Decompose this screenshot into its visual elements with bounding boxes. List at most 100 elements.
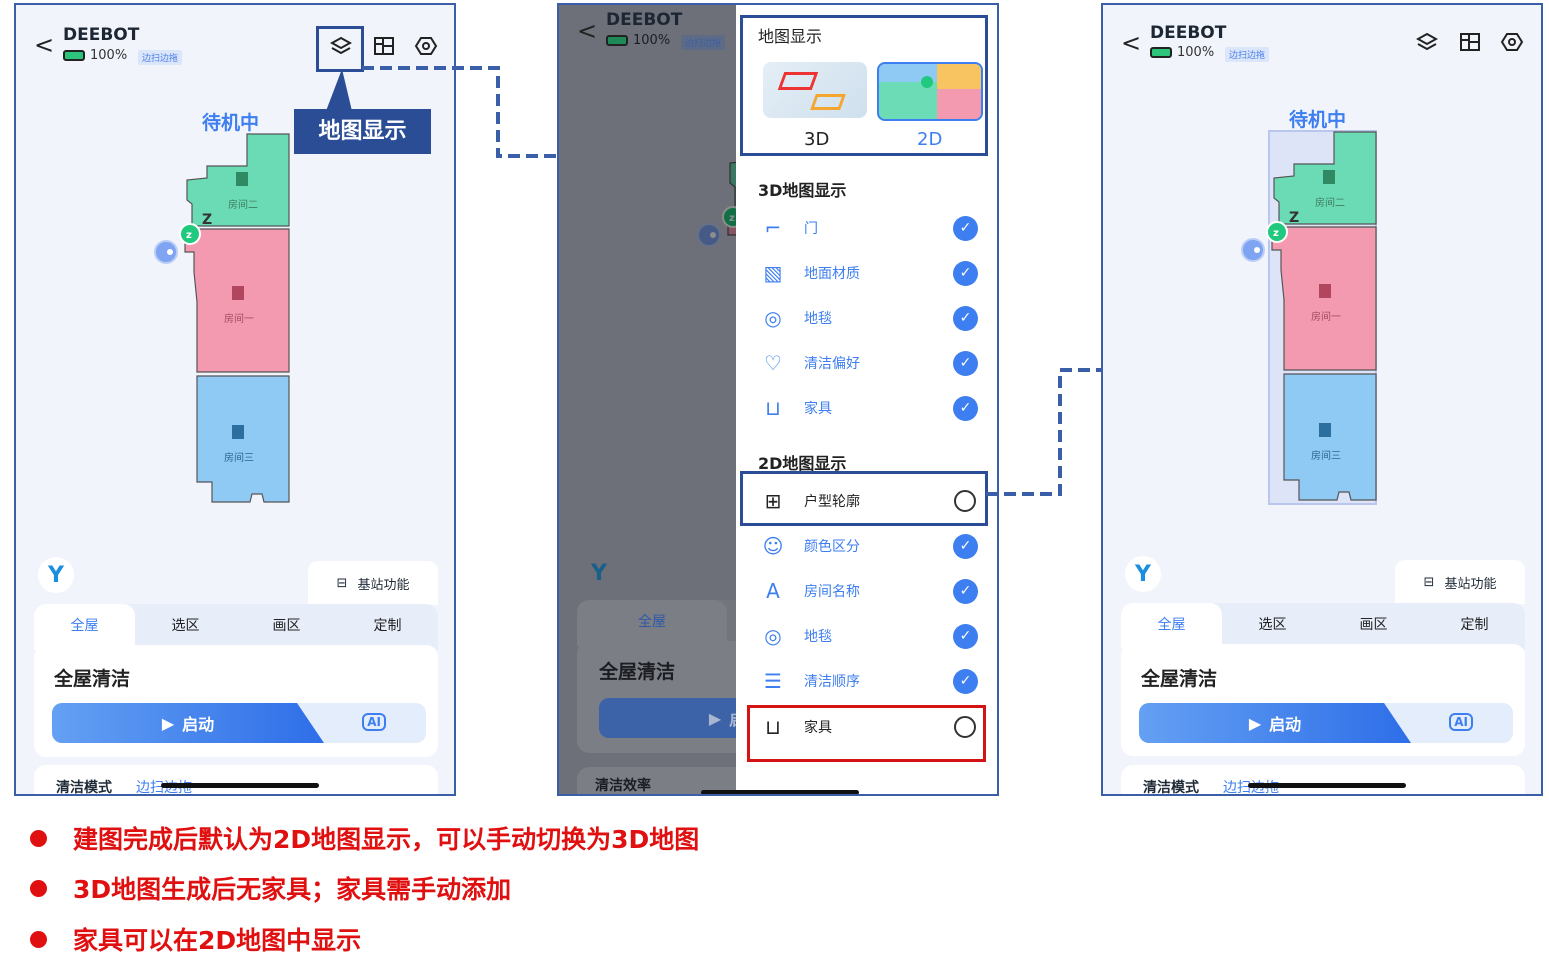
bullet-icon bbox=[30, 930, 47, 948]
station-button[interactable]: ⊟基站功能 bbox=[308, 561, 438, 605]
room-label: 房间二 bbox=[228, 198, 258, 211]
battery-icon bbox=[63, 50, 85, 61]
battery-level: 100% bbox=[90, 48, 128, 63]
carpet-icon: ◎ bbox=[764, 624, 782, 648]
checked-icon[interactable]: ✓ bbox=[953, 305, 978, 331]
toggle-carpet-3d[interactable]: ◎ 地毯 ✓ bbox=[758, 298, 978, 338]
start-button[interactable]: ▶启动 bbox=[52, 703, 324, 743]
item-label: 清洁偏好 bbox=[804, 356, 860, 372]
door-icon: ⌐ bbox=[764, 216, 782, 240]
map-edit-icon[interactable] bbox=[1456, 28, 1484, 56]
start-label: 启动 bbox=[1269, 715, 1302, 734]
unchecked-icon[interactable] bbox=[954, 490, 976, 512]
callout-pointer bbox=[326, 69, 352, 111]
tab-draw-area[interactable]: 画区 bbox=[1359, 617, 1388, 633]
note-item: 建图完成后默认为2D地图显示，可以手动切换为3D地图 bbox=[30, 820, 699, 856]
note-item: 家具可以在2D地图中显示 bbox=[30, 921, 361, 957]
item-label: 地毯 bbox=[804, 311, 832, 327]
tab-whole-house[interactable]: 全屋 bbox=[34, 604, 135, 650]
checked-icon[interactable]: ✓ bbox=[953, 578, 978, 604]
palette-icon: ☺ bbox=[762, 534, 784, 558]
battery-icon bbox=[606, 35, 628, 46]
carpet-icon: ◎ bbox=[764, 306, 782, 330]
checked-icon[interactable]: ✓ bbox=[953, 260, 978, 286]
map-option-2d[interactable] bbox=[877, 62, 983, 121]
map-edit-icon[interactable] bbox=[370, 32, 398, 60]
floor-material-icon: ▧ bbox=[763, 261, 783, 285]
layers-icon[interactable] bbox=[1413, 28, 1441, 56]
toggle-furniture-2d[interactable]: ⊔家具 bbox=[758, 707, 978, 747]
start-bar: ▶启动 AI bbox=[52, 703, 426, 743]
station-label: 基站功能 bbox=[1444, 576, 1497, 592]
ai-button[interactable]: AI bbox=[362, 713, 386, 731]
room-map[interactable]: 房间二 房间一 房间三 bbox=[152, 122, 312, 512]
checked-icon[interactable]: ✓ bbox=[953, 350, 978, 376]
suction-fan-icon[interactable]: Y bbox=[1125, 556, 1161, 592]
tab-select-area[interactable]: 选区 bbox=[171, 618, 200, 634]
alert-highlight-box bbox=[747, 705, 986, 762]
ai-button[interactable]: AI bbox=[1449, 713, 1473, 731]
toggle-clean-preference[interactable]: ♡清洁偏好✓ bbox=[758, 343, 978, 383]
layers-icon[interactable] bbox=[327, 32, 355, 60]
checked-icon[interactable]: ✓ bbox=[953, 395, 978, 421]
item-label: 地毯 bbox=[804, 629, 832, 645]
device-name: DEEBOT bbox=[1150, 23, 1227, 43]
map-option-2d-label: 2D bbox=[917, 129, 943, 150]
tab-custom[interactable]: 定制 bbox=[1460, 617, 1489, 633]
settings-icon[interactable] bbox=[412, 32, 440, 60]
battery-level: 100% bbox=[1177, 45, 1215, 60]
tab-draw-area[interactable]: 画区 bbox=[272, 618, 301, 634]
room-map[interactable]: 房间二 房间一 房间三 bbox=[1239, 120, 1399, 510]
mode-card[interactable] bbox=[34, 765, 438, 794]
section-3d-title: 3D地图显示 bbox=[758, 181, 847, 200]
station-icon: ⊟ bbox=[1423, 574, 1435, 590]
start-button[interactable]: ▶启动 bbox=[1139, 703, 1411, 743]
note-item: 3D地图生成后无家具；家具需手动添加 bbox=[30, 870, 511, 906]
tab-select-area[interactable]: 选区 bbox=[1258, 617, 1287, 633]
note-text: 建图完成后默认为2D地图显示，可以手动切换为3D地图 bbox=[73, 825, 700, 854]
checked-icon[interactable]: ✓ bbox=[953, 668, 978, 694]
toggle-color-distinction[interactable]: ☺ 颜色区分 ✓ bbox=[758, 526, 978, 566]
note-text: 家具可以在2D地图中显示 bbox=[73, 926, 362, 955]
mode-label: 清洁模式 bbox=[56, 780, 112, 796]
checked-icon[interactable]: ✓ bbox=[953, 215, 978, 241]
tab-whole-house[interactable]: 全屋 bbox=[1121, 603, 1222, 649]
toggle-floor-material[interactable]: ▧地面材质✓ bbox=[758, 253, 978, 293]
toggle-furniture-3d[interactable]: ⊔ 家具 ✓ bbox=[758, 388, 978, 428]
section-2d-title: 2D地图显示 bbox=[758, 454, 847, 473]
mode-badge: 边扫边拖 bbox=[681, 35, 726, 50]
furniture-icon: ⊔ bbox=[765, 396, 781, 420]
checked-icon[interactable]: ✓ bbox=[953, 623, 978, 649]
item-label: 房间名称 bbox=[804, 584, 860, 600]
station-button[interactable]: ⊟ 基站功能 bbox=[1395, 560, 1525, 604]
checked-icon[interactable]: ✓ bbox=[953, 533, 978, 559]
back-button[interactable]: < bbox=[577, 17, 598, 45]
robot-status: 待机中 bbox=[202, 112, 260, 134]
toggle-floorplan-outline[interactable]: ⊞户型轮廓 bbox=[758, 481, 978, 521]
device-name: DEEBOT bbox=[63, 25, 140, 45]
item-label: 家具 bbox=[804, 401, 832, 417]
item-label: 门 bbox=[804, 221, 818, 237]
home-indicator bbox=[1248, 783, 1406, 788]
map-option-3d[interactable] bbox=[763, 62, 867, 118]
item-label: 清洁顺序 bbox=[804, 674, 860, 690]
unchecked-icon[interactable] bbox=[954, 716, 976, 738]
item-label: 颜色区分 bbox=[804, 539, 860, 555]
tab-custom[interactable]: 定制 bbox=[373, 618, 402, 634]
room-label: 房间三 bbox=[1311, 449, 1341, 462]
back-button[interactable]: < bbox=[1121, 29, 1142, 57]
floorplan-outline-icon: ⊞ bbox=[764, 489, 782, 513]
drawer-title: 地图显示 bbox=[758, 27, 823, 46]
mode-card[interactable] bbox=[1121, 765, 1525, 794]
furniture-icon: ⊔ bbox=[765, 715, 781, 739]
room-label: 房间三 bbox=[224, 451, 254, 464]
toggle-clean-order[interactable]: ☰清洁顺序✓ bbox=[758, 661, 978, 701]
room-label: 房间二 bbox=[1315, 196, 1345, 209]
suction-fan-icon[interactable]: Y bbox=[38, 557, 74, 593]
settings-icon[interactable] bbox=[1498, 28, 1526, 56]
toggle-carpet-2d[interactable]: ◎ 地毯 ✓ bbox=[758, 616, 978, 656]
back-button[interactable]: < bbox=[34, 31, 55, 59]
toggle-door[interactable]: ⌐ 门 ✓ bbox=[758, 208, 978, 248]
